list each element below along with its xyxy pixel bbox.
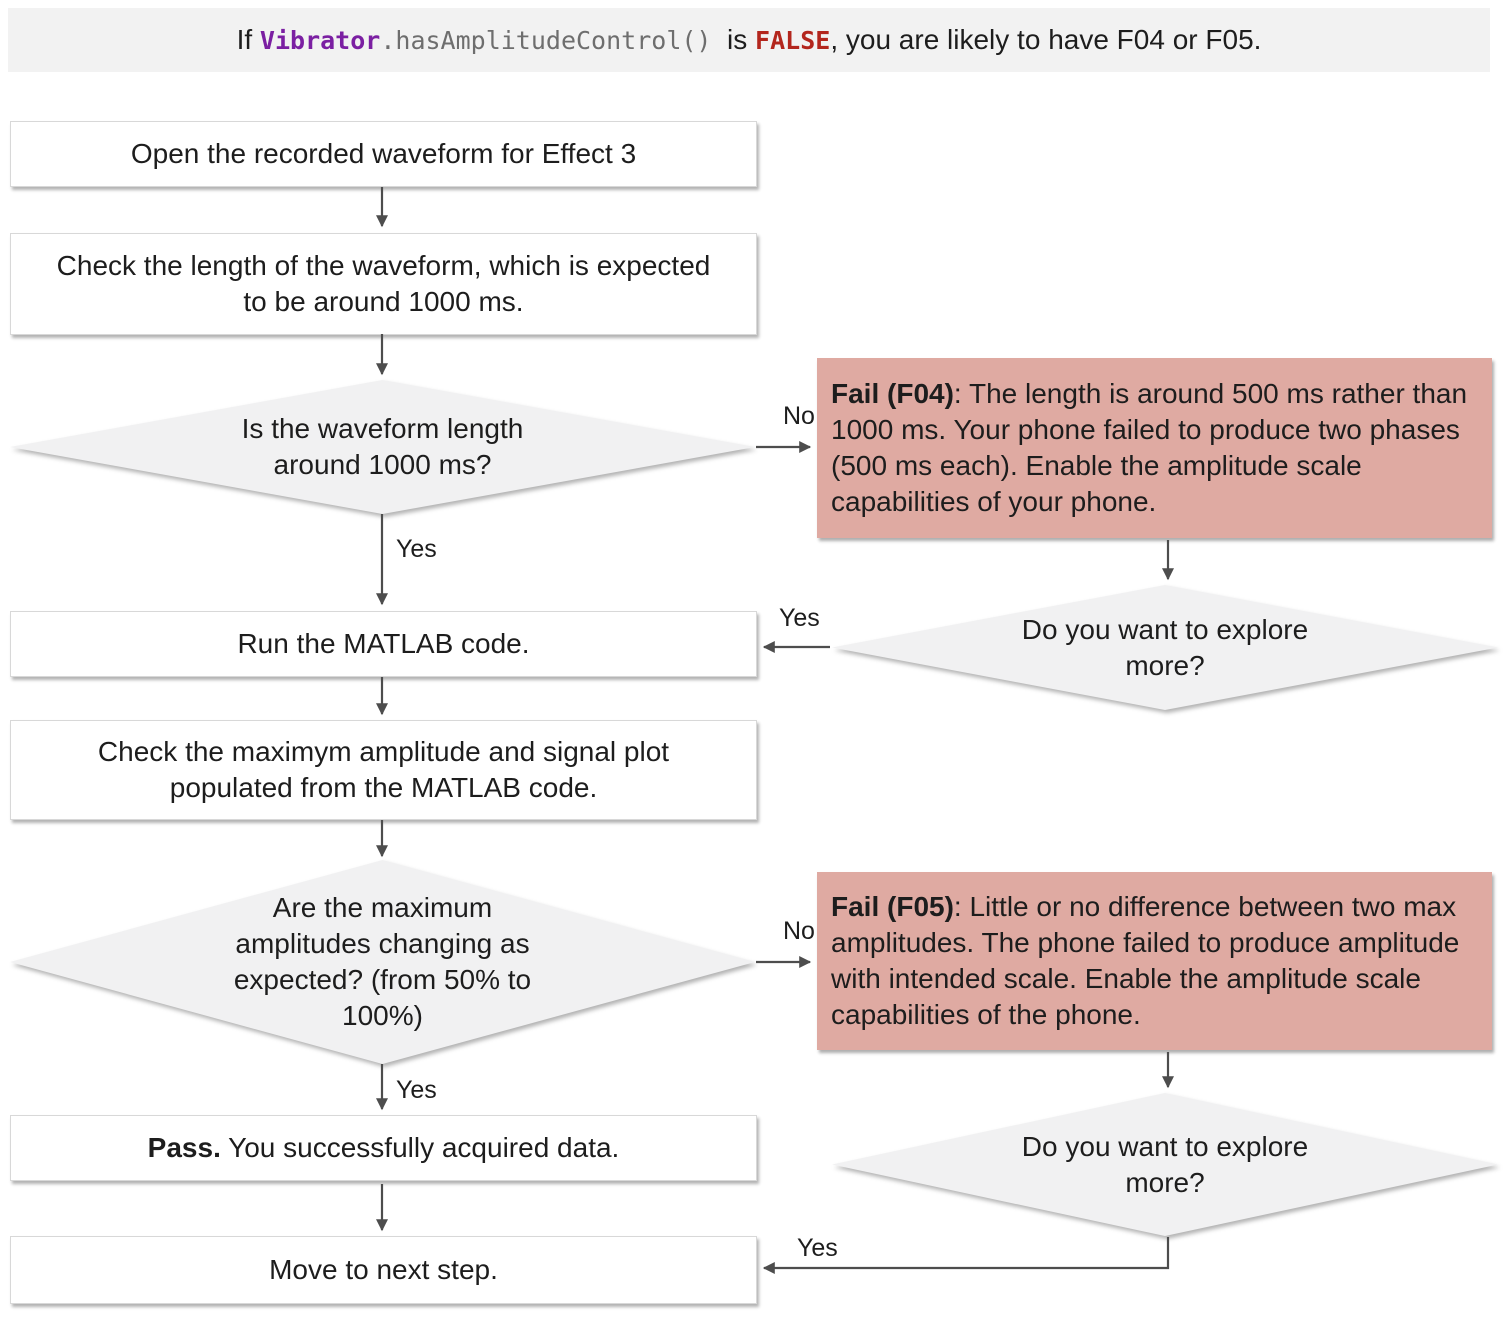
- fail-f05-rest: : Little or no difference between two ma…: [831, 891, 1460, 1030]
- label-yes-amplitude: Yes: [396, 1076, 437, 1104]
- node-run-matlab-label: Run the MATLAB code.: [237, 627, 530, 659]
- decision-explore-more-1: Do you want to explore more?: [832, 585, 1498, 710]
- node-pass-rest: You successfully acquired data.: [220, 1131, 620, 1163]
- node-check-length-label: Check the length of the waveform, which …: [56, 249, 711, 317]
- node-check-amplitude: Check the maximym amplitude and signal p…: [10, 720, 757, 820]
- node-check-length: Check the length of the waveform, which …: [10, 233, 757, 335]
- decision-explore-more-1-label: Do you want to explore more?: [1021, 613, 1309, 681]
- decision-explore-more-2: Do you want to explore more?: [832, 1093, 1498, 1236]
- header-banner: If Vibrator.hasAmplitudeControl() is FAL…: [8, 8, 1490, 72]
- label-no-length: No: [783, 402, 815, 430]
- fail-f05-text: Fail (F05): Little or no difference betw…: [817, 883, 1492, 1039]
- fail-f04-box: Fail (F04): The length is around 500 ms …: [817, 358, 1492, 538]
- decision-explore-more-2-label: Do you want to explore more?: [1021, 1130, 1309, 1198]
- header-text-tail: , you are likely to have F04 or F05.: [830, 24, 1262, 55]
- header-code-false: FALSE: [755, 25, 831, 55]
- fail-f05-label: Fail (F05): [831, 891, 954, 922]
- fail-f04-text: Fail (F04): The length is around 500 ms …: [817, 370, 1492, 526]
- fail-f05-box: Fail (F05): Little or no difference betw…: [817, 872, 1492, 1050]
- decision-length: Is the waveform length around 1000 ms?: [10, 380, 755, 514]
- node-open-waveform-label: Open the recorded waveform for Effect 3: [130, 137, 637, 169]
- node-pass-bold: Pass.: [147, 1131, 221, 1163]
- node-pass: Pass. You successfully acquired data.: [10, 1115, 757, 1181]
- label-yes-explore-1: Yes: [779, 604, 820, 632]
- node-move-next: Move to next step.: [10, 1236, 757, 1304]
- header-text-plain: If: [236, 24, 260, 55]
- fail-f04-label: Fail (F04): [831, 378, 954, 409]
- node-check-amplitude-label: Check the maximym amplitude and signal p…: [97, 735, 670, 803]
- label-yes-explore-2: Yes: [797, 1234, 838, 1262]
- header-code-class: Vibrator: [259, 25, 381, 55]
- decision-amplitude: Are the maximum amplitudes changing as e…: [10, 860, 755, 1064]
- node-run-matlab: Run the MATLAB code.: [10, 611, 757, 677]
- header-code-method: .hasAmplitudeControl(): [380, 25, 712, 55]
- node-pass-label: Pass. You successfully acquired data.: [108, 1130, 660, 1166]
- fail-f04-rest: : The length is around 500 ms rather tha…: [831, 378, 1468, 517]
- header-text-is: is: [711, 24, 756, 55]
- node-move-next-label: Move to next step.: [269, 1253, 498, 1285]
- decision-amplitude-label: Are the maximum amplitudes changing as e…: [233, 892, 532, 1031]
- decision-length-label: Is the waveform length around 1000 ms?: [241, 413, 524, 480]
- node-open-waveform: Open the recorded waveform for Effect 3: [10, 121, 757, 187]
- label-no-amplitude: No: [783, 917, 815, 945]
- label-yes-length: Yes: [396, 535, 437, 563]
